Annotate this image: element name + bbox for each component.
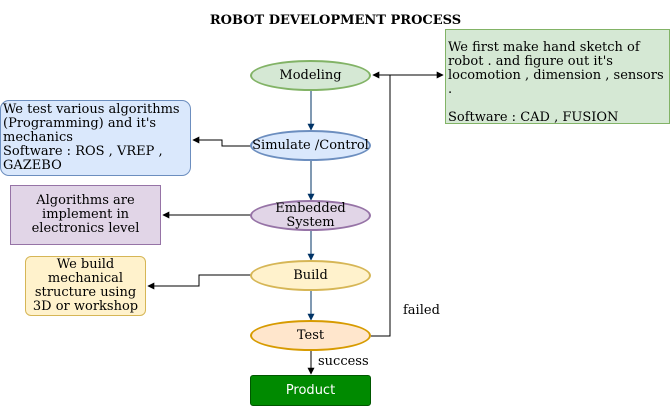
note-build: We build mechanical structure using 3D o…	[25, 256, 146, 316]
node-build: Build	[250, 260, 371, 291]
node-simulate-control: Simulate /Control	[250, 130, 371, 161]
edge-label-failed: failed	[403, 303, 440, 318]
node-modeling: Modeling	[250, 60, 371, 91]
node-test: Test	[250, 320, 371, 351]
edge-label-success: success	[318, 354, 369, 369]
arrow-simulate-to-note	[192, 136, 251, 147]
node-product: Product	[250, 375, 371, 406]
note-modeling-description: We first make hand sketch of robot . and…	[448, 40, 664, 97]
note-modeling-software: Software : CAD , FUSION	[448, 110, 619, 125]
note-modeling: We first make hand sketch of robot . and…	[445, 29, 670, 125]
note-simulate: We test various algorithms (Programming)…	[0, 100, 191, 176]
node-embedded-system: Embedded System	[250, 200, 371, 231]
arrow-test-failed-to-modeling	[371, 71, 391, 337]
note-embedded: Algorithms are implement in electronics …	[10, 185, 161, 245]
diagram-title: ROBOT DEVELOPMENT PROCESS	[209, 13, 462, 28]
arrow-build-to-note	[147, 274, 251, 290]
